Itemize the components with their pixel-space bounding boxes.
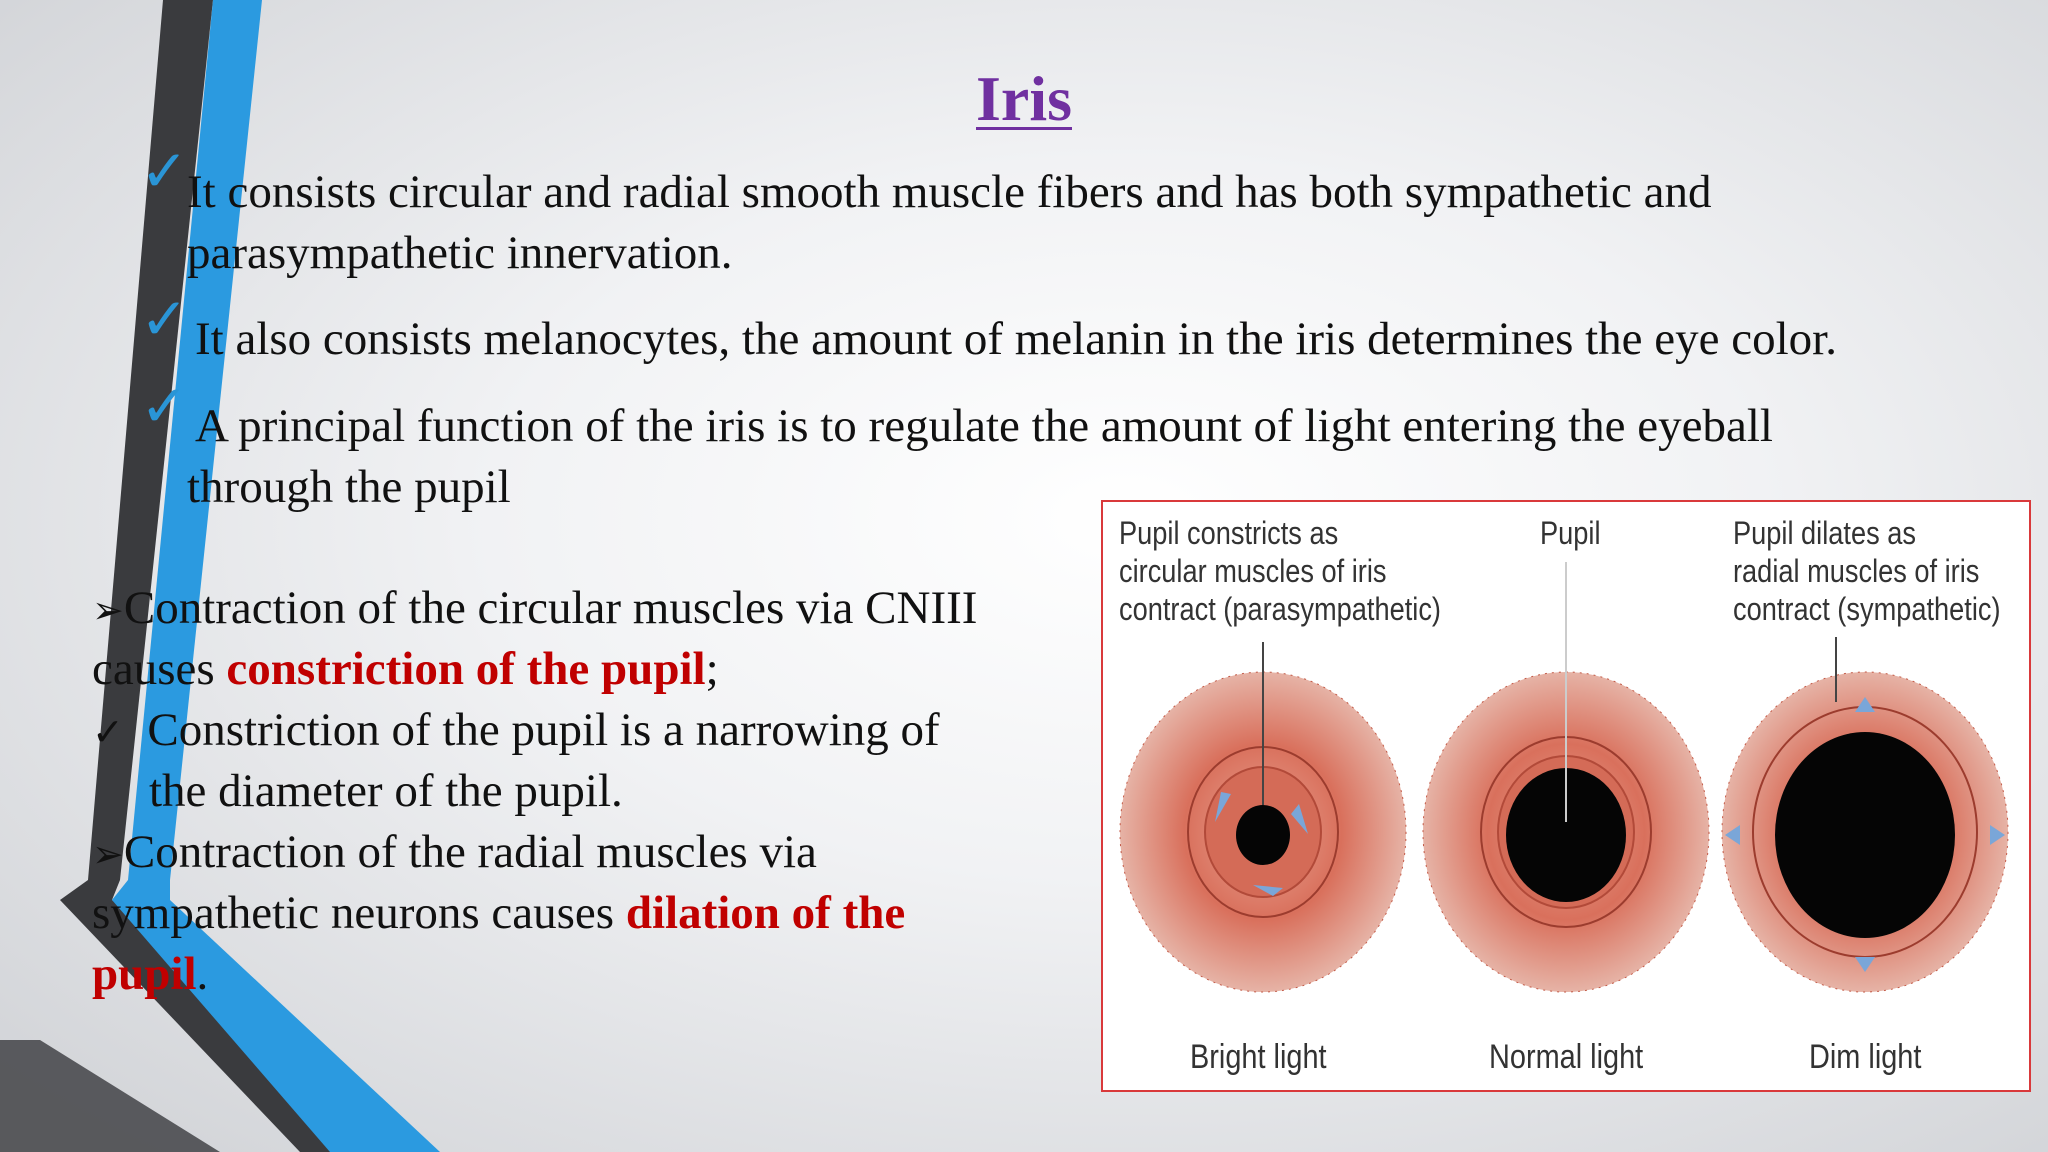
checkmark-icon: ✓ [140, 285, 189, 353]
dilation-emphasis: dilation of the [625, 887, 906, 939]
paragraph-radial-muscles-line-3: pupil. [92, 948, 209, 1000]
label-constricts-line-3: contract (parasympathetic) [1119, 591, 1441, 627]
constriction-emphasis: constriction of the pupil [226, 643, 706, 695]
checkmark-icon: ✓ [92, 710, 124, 754]
caption-bright-light: Bright light [1190, 1038, 1327, 1076]
arrowhead-bullet-icon: ➢ [92, 832, 124, 876]
constriction-definition-line-1: ✓ Constriction of the pupil is a narrowi… [92, 704, 940, 756]
caption-dim-light: Dim light [1809, 1038, 1922, 1076]
bullet-1-line-2: parasympathetic innervation. [187, 227, 733, 279]
checkmark-icon: ✓ [140, 137, 189, 205]
bullet-1-line-1: It consists circular and radial smooth m… [187, 166, 1712, 218]
iris-bright-light [1119, 642, 1407, 993]
arrowhead-bullet-icon: ➢ [92, 588, 124, 632]
bullet-3-line-2: through the pupil [187, 461, 511, 513]
iris-dim-light [1721, 637, 2009, 993]
pupil-diagram-figure: Pupil constricts as circular muscles of … [1101, 500, 2031, 1092]
paragraph-circular-muscles-line-2: causes constriction of the pupil; [92, 643, 719, 695]
paragraph-radial-muscles-line-2: sympathetic neurons causes dilation of t… [92, 887, 906, 939]
label-dilates-line-2: radial muscles of iris [1733, 553, 1980, 589]
iris-illustrations [1119, 562, 2009, 993]
iris-normal-light [1422, 562, 1710, 993]
label-constricts-line-2: circular muscles of iris [1119, 553, 1387, 589]
label-constricts-line-1: Pupil constricts as [1119, 515, 1339, 551]
bullet-3-line-1: A principal function of the iris is to r… [195, 400, 1773, 452]
dilation-emphasis-end: pupil [92, 948, 197, 1000]
paragraph-radial-muscles: ➢Contraction of the radial muscles via [92, 826, 817, 878]
checkmark-icon: ✓ [140, 372, 189, 440]
label-pupil: Pupil [1540, 515, 1601, 551]
left-decorative-stripes [0, 0, 440, 1152]
label-dilates-line-1: Pupil dilates as [1733, 515, 1916, 551]
slide-title: Iris [976, 63, 1072, 134]
bullet-2-line-1: It also consists melanocytes, the amount… [195, 313, 1837, 365]
paragraph-circular-muscles: ➢Contraction of the circular muscles via… [92, 582, 978, 634]
caption-normal-light: Normal light [1489, 1038, 1644, 1076]
label-dilates-line-3: contract (sympathetic) [1733, 591, 2001, 627]
constriction-definition-line-2: the diameter of the pupil. [149, 765, 623, 817]
